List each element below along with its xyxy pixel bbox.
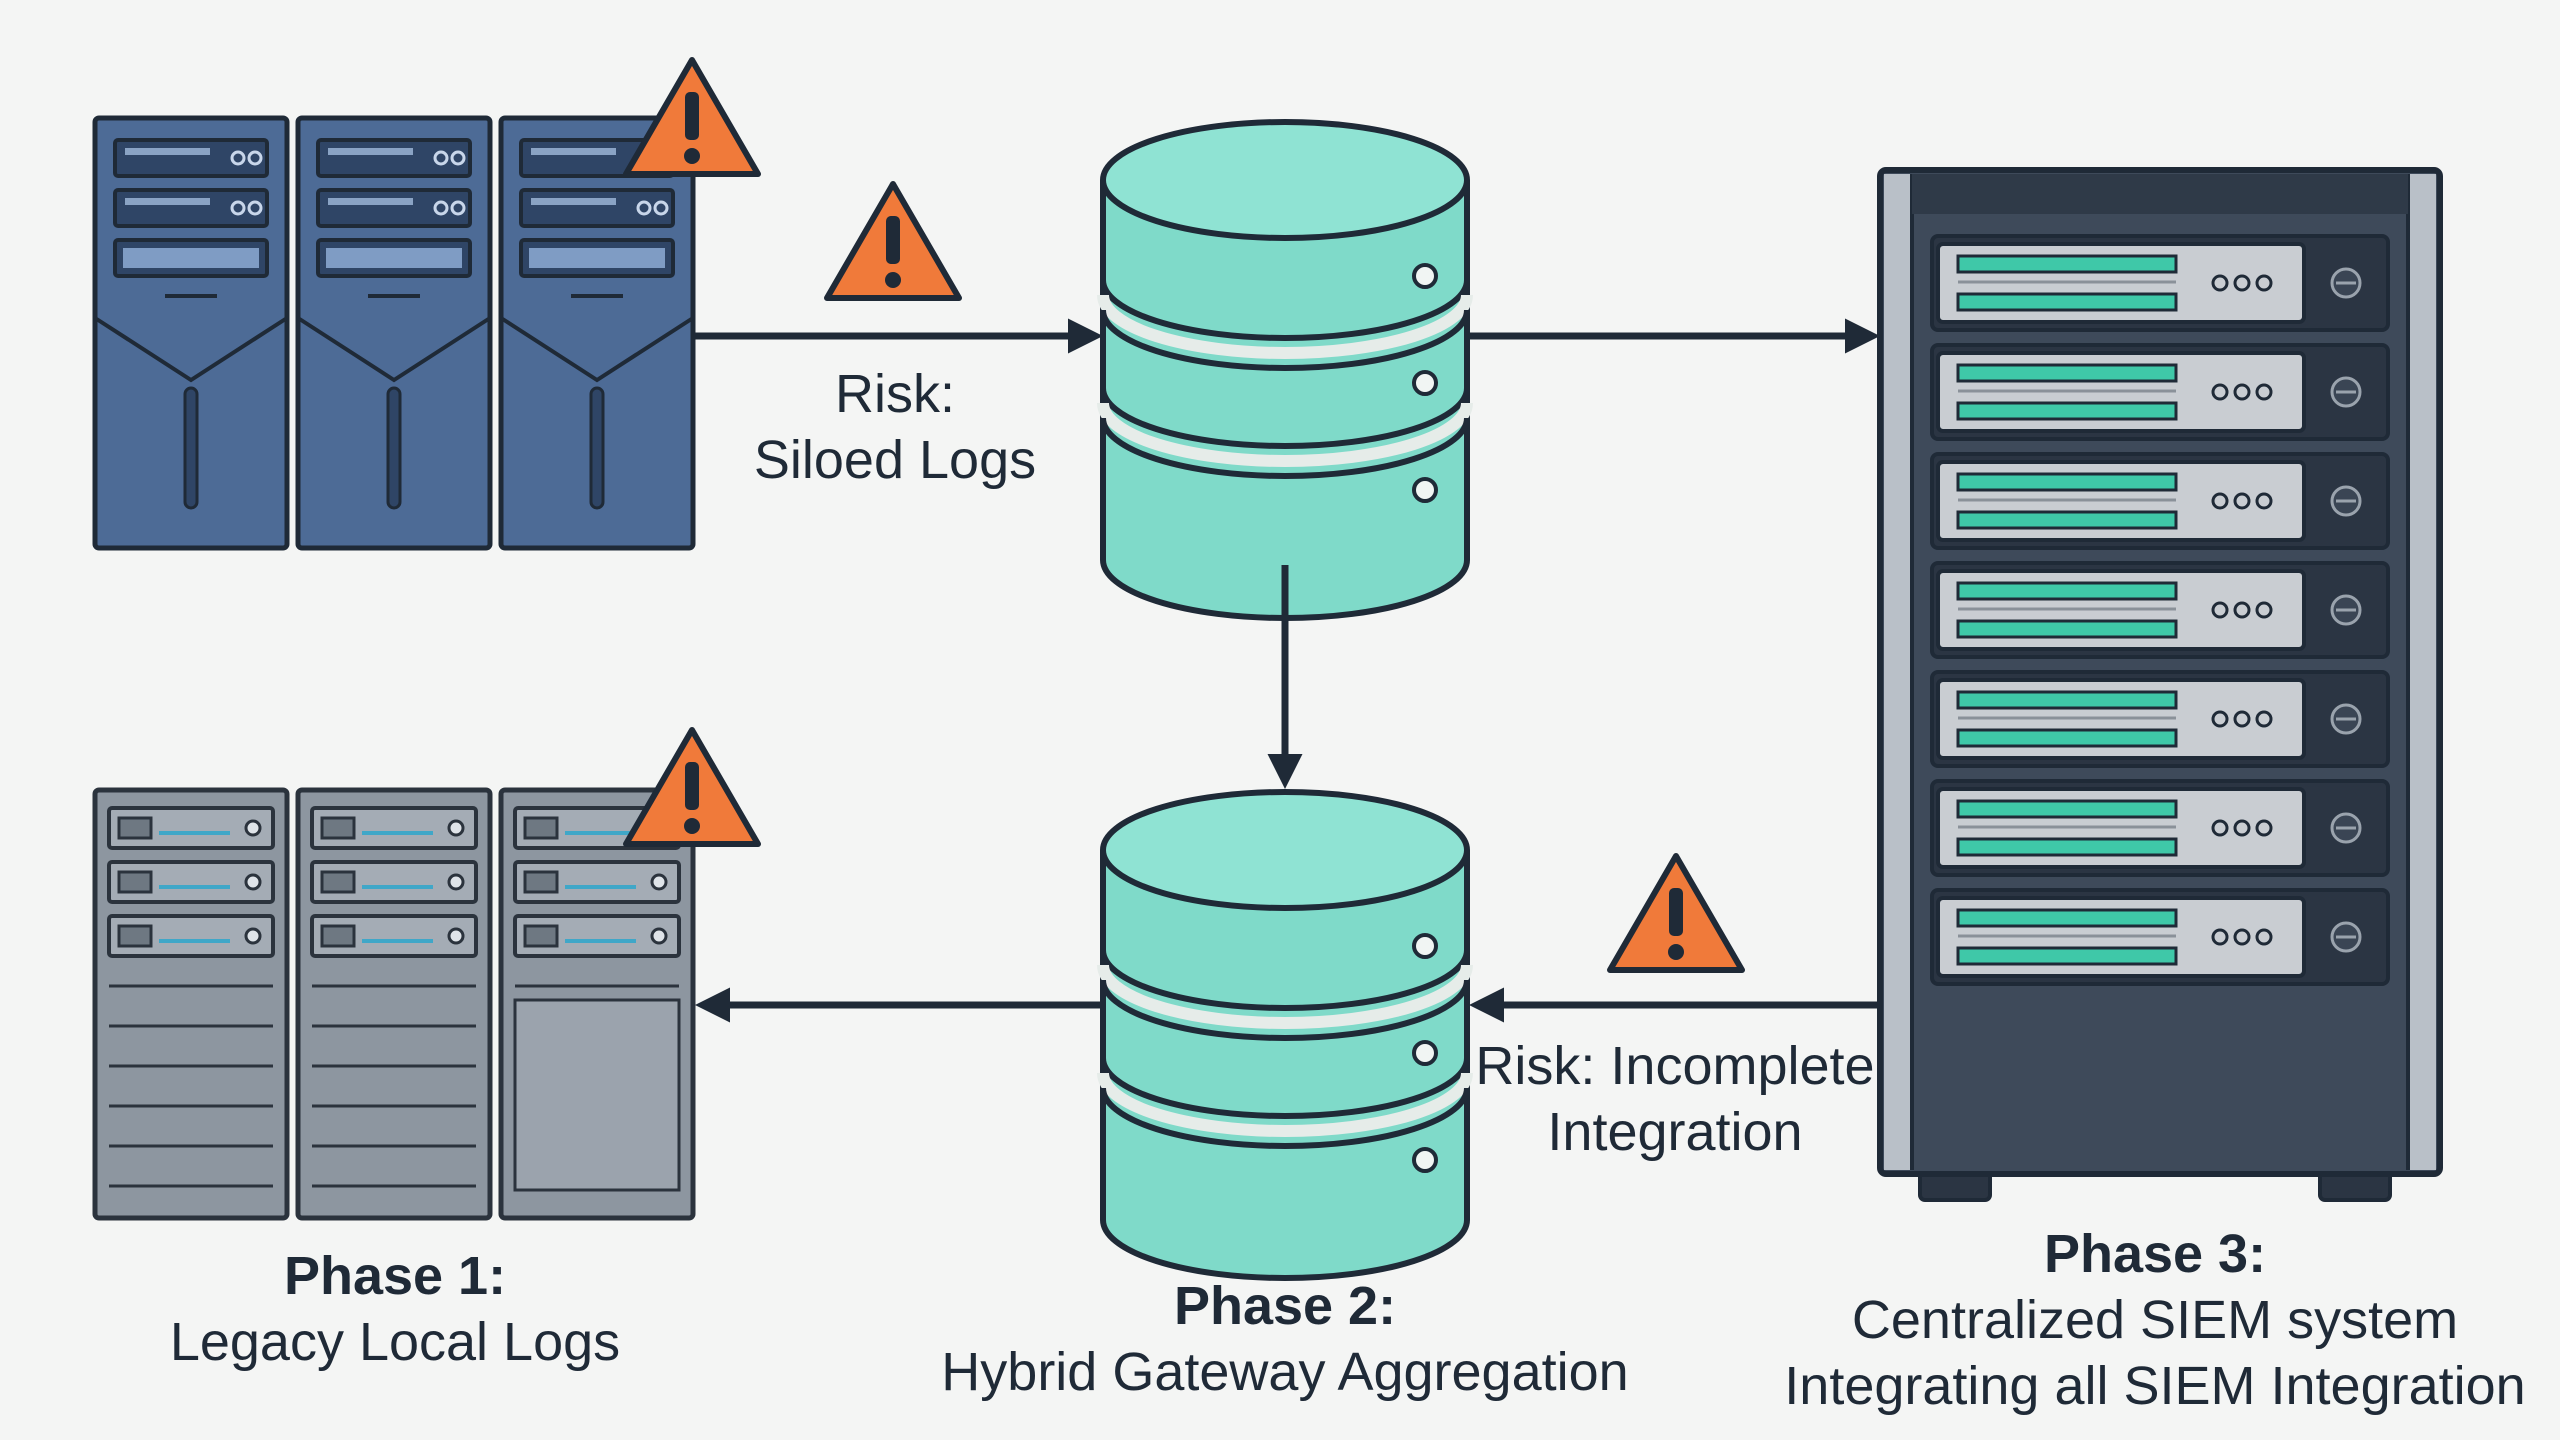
warning-triangle-icon: [824, 181, 962, 301]
phase-1-title: Phase 1:: [283, 1246, 507, 1306]
server-rack-icon: [1877, 167, 2443, 1202]
warning-triangle-icon: [623, 57, 761, 177]
phase-1-subtitle: Legacy Local Logs: [169, 1311, 621, 1372]
phase-3-label: Phase 3: Centralized SIEM system Integra…: [1760, 1222, 2550, 1420]
server-tower-icon: [295, 115, 493, 551]
siem-server-unit: [1930, 343, 2390, 441]
risk-incomplete-line2: Integration: [1547, 1101, 1803, 1162]
phase-1-label: Phase 1: Legacy Local Logs: [110, 1244, 680, 1376]
phase-3-title: Phase 3:: [2043, 1224, 2267, 1284]
siem-server-unit: [1930, 452, 2390, 550]
server-tower-icon: [92, 115, 290, 551]
risk-siloed-line2: Siloed Logs: [753, 429, 1037, 490]
database-cylinder-icon: [1097, 789, 1473, 1281]
phase-2-label: Phase 2: Hybrid Gateway Aggregation: [900, 1274, 1670, 1406]
warning-triangle-icon: [623, 727, 761, 847]
rack-server-icon: [295, 787, 493, 1221]
phase-2-subtitle: Hybrid Gateway Aggregation: [941, 1341, 1629, 1402]
siem-server-unit: [1930, 234, 2390, 332]
flow-arrows: [695, 318, 1880, 1023]
siem-server-unit: [1930, 561, 2390, 659]
rack-server-icon: [92, 787, 290, 1221]
gateway-database-bottom: [1097, 789, 1473, 1281]
siem-server-unit: [1930, 779, 2390, 877]
legacy-server-towers: [92, 115, 696, 551]
phase-3-subtitle-line2: Integrating all SIEM Integration: [1784, 1355, 2526, 1416]
siem-server-unit: [1930, 670, 2390, 768]
risk-incomplete-label: Risk: Incomplete Integration: [1455, 1034, 1895, 1166]
siem-rack: [1877, 167, 2443, 1202]
database-cylinder-icon: [1097, 119, 1473, 621]
server-tower-icon: [498, 115, 696, 551]
warning-triangle-icon: [1607, 853, 1745, 973]
legacy-rack-servers: [92, 787, 696, 1221]
gateway-database-top: [1097, 119, 1473, 621]
risk-incomplete-line1: Risk: Incomplete: [1475, 1036, 1875, 1096]
phase-2-title: Phase 2:: [1173, 1276, 1397, 1336]
siem-server-unit: [1930, 888, 2390, 986]
phase-3-subtitle: Centralized SIEM system: [1851, 1289, 2459, 1350]
risk-siloed-line1: Risk:: [835, 364, 955, 424]
risk-siloed-label: Risk: Siloed Logs: [700, 362, 1090, 494]
rack-server-icon: [498, 787, 696, 1221]
